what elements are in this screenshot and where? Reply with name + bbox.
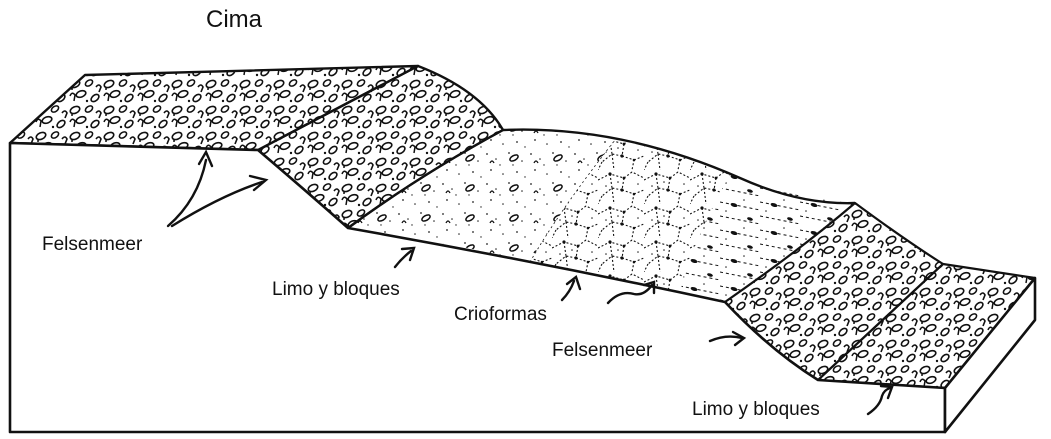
label-felsenmeer-upper: Felsenmeer bbox=[42, 235, 142, 254]
diagram-title: Cima bbox=[206, 8, 262, 32]
label-crioformas: Crioformas bbox=[454, 305, 547, 324]
label-limo-upper: Limo y bloques bbox=[272, 280, 400, 299]
label-felsenmeer-lower: Felsenmeer bbox=[552, 341, 652, 360]
label-limo-lower: Limo y bloques bbox=[692, 400, 820, 419]
